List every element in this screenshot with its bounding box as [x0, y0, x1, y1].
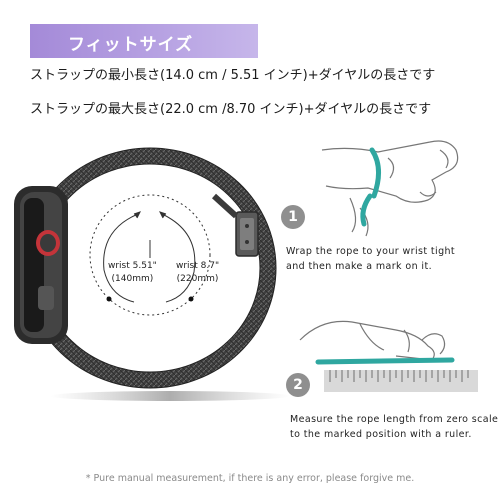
- rope-step1: [360, 147, 381, 227]
- min-wrist-inches: wrist 5.51": [108, 261, 157, 271]
- max-wrist-mm: (220mm): [176, 274, 219, 284]
- min-length-text: ストラップの最小長さ(14.0 cm / 5.51 インチ)+ダイヤルの長さです: [30, 68, 436, 83]
- min-wrist-label: wrist 5.51" (140mm): [108, 260, 157, 286]
- disclaimer-text: * Pure manual measurement, if there is a…: [85, 473, 415, 484]
- min-wrist-mm: (140mm): [111, 274, 154, 284]
- max-length-text: ストラップの最大長さ(22.0 cm /8.70 インチ)+ダイヤルの長さです: [30, 102, 432, 117]
- side-button-icon: [38, 286, 54, 310]
- watch-body: [14, 186, 68, 344]
- band-clasp: [211, 193, 259, 257]
- max-wrist-inches: wrist 8.7": [176, 261, 220, 271]
- ruler: [324, 370, 478, 392]
- min-mark-dot: [106, 296, 112, 302]
- rope-step2: [315, 357, 455, 365]
- banner-title: フィットサイズ: [68, 35, 194, 55]
- step-2-line-1: Measure the rope length from zero scale: [290, 414, 499, 425]
- step-1-badge: 1: [281, 205, 305, 229]
- wrist-size-diagram: [89, 194, 211, 316]
- step-1-line-2: and then make a mark on it.: [286, 261, 433, 272]
- wrist-wrap-illustration: [321, 140, 459, 237]
- max-mark-dot: [188, 296, 194, 302]
- step-2-line-2: to the marked position with a ruler.: [290, 429, 472, 440]
- wrist-size-arrows: [103, 211, 196, 303]
- step-2-badge: 2: [286, 373, 310, 397]
- title-banner: フィットサイズ: [30, 24, 258, 58]
- step-2-instruction: Measure the rope length from zero scale …: [290, 412, 498, 442]
- max-wrist-label: wrist 8.7" (220mm): [176, 260, 219, 286]
- hand-measuring-illustration: [299, 320, 446, 361]
- step-1-line-1: Wrap the rope to your wrist tight: [286, 246, 456, 257]
- step-1-instruction: Wrap the rope to your wrist tight and th…: [286, 244, 455, 274]
